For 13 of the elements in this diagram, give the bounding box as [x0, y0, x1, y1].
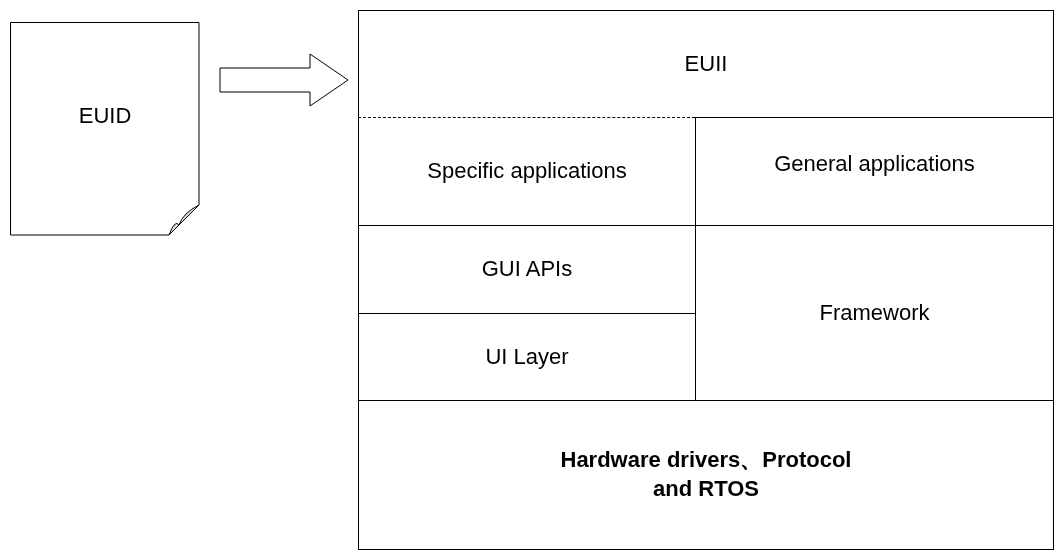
- layer-label: General applications: [774, 150, 975, 178]
- layer-label: Hardware drivers、Protocol and RTOS: [559, 446, 853, 503]
- layer-label: UI Layer: [485, 342, 569, 371]
- layer-box: [695, 117, 1054, 226]
- layer-label: EUID: [78, 102, 132, 130]
- document-shape: [10, 22, 200, 236]
- layer-box: [358, 400, 1054, 550]
- layer-label: Framework: [819, 298, 930, 327]
- layer-label: Specific applications: [427, 156, 627, 185]
- layer-box: [358, 10, 1054, 118]
- layer-label: GUI APIs: [481, 255, 573, 284]
- block-arrow: [219, 53, 349, 107]
- layer-label: EUII: [684, 49, 728, 78]
